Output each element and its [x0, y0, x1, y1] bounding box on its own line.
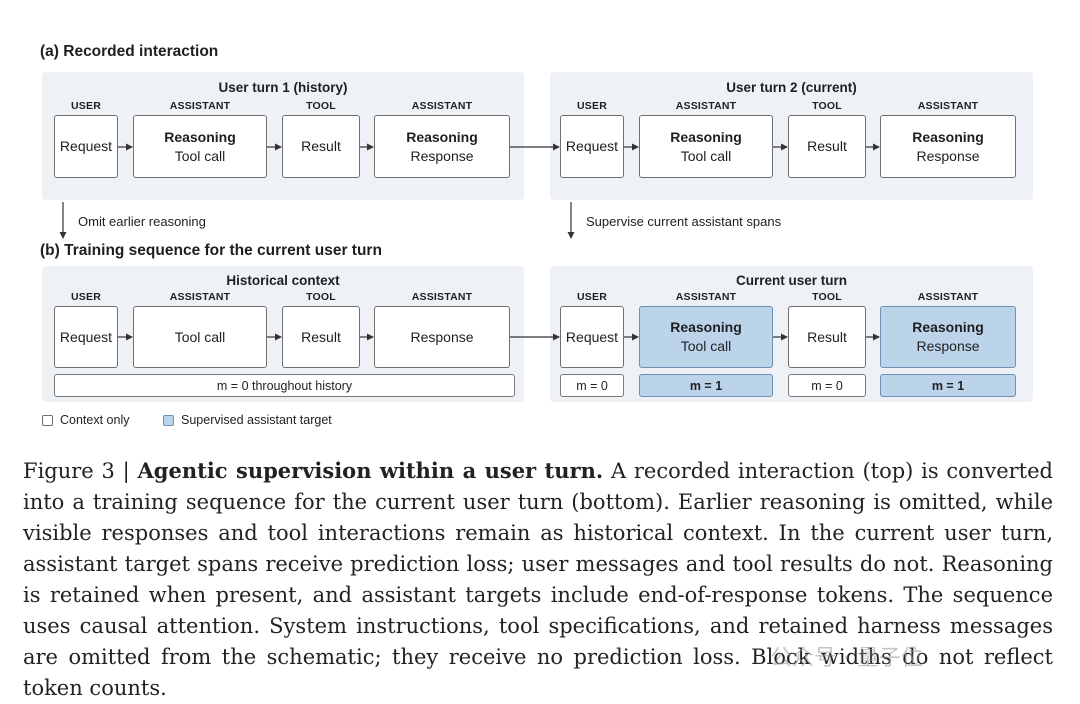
reasoning-toolcall-block: Reasoning Tool call	[639, 115, 773, 178]
role-assistant: ASSISTANT	[917, 100, 979, 112]
panel-a-history-title: User turn 1 (history)	[218, 80, 348, 95]
result-block: Result	[282, 115, 360, 178]
response-label: Response	[916, 338, 980, 354]
supervised-reasoning-toolcall-block: Reasoning Tool call	[639, 306, 773, 368]
role-assistant: ASSISTANT	[169, 100, 231, 112]
caption-title: Agentic supervision within a user turn.	[137, 458, 604, 483]
response-label: Response	[410, 147, 474, 164]
role-tool: TOOL	[812, 291, 842, 303]
panel-b-history-title: Historical context	[226, 273, 340, 288]
reasoning-label: Reasoning	[670, 128, 742, 145]
request-block: Request	[560, 115, 624, 178]
request-block: Request	[560, 306, 624, 368]
reasoning-toolcall-block: Reasoning Tool call	[133, 115, 267, 178]
mask-one: m = 1	[880, 374, 1016, 397]
tool-call-label: Tool call	[680, 147, 732, 164]
mask-one: m = 1	[639, 374, 773, 397]
role-user: USER	[71, 100, 101, 112]
mask-zero: m = 0	[788, 374, 866, 397]
tool-call-label: Tool call	[174, 328, 226, 345]
response-label: Response	[410, 328, 474, 345]
connector-arrows	[59, 143, 880, 341]
caption-label: Figure 3 |	[23, 459, 138, 483]
request-label: Request	[59, 138, 113, 154]
supervised-reasoning-response-block: Reasoning Response	[880, 306, 1016, 368]
legend-supervised-swatch	[163, 415, 174, 426]
omit-note: Omit earlier reasoning	[78, 214, 206, 229]
legend-context-label: Context only	[60, 413, 130, 427]
reasoning-response-block: Reasoning Response	[374, 115, 510, 178]
role-tool: TOOL	[306, 100, 336, 112]
result-block: Result	[282, 306, 360, 368]
panel-b-current-title: Current user turn	[735, 273, 847, 288]
reasoning-label: Reasoning	[406, 128, 478, 145]
reasoning-label: Reasoning	[164, 128, 236, 145]
role-assistant: ASSISTANT	[411, 100, 473, 112]
figure-caption: Figure 3 | Agentic supervision within a …	[23, 455, 1053, 704]
request-label: Request	[59, 328, 113, 345]
request-label: Request	[565, 138, 619, 154]
request-label: Request	[565, 328, 619, 345]
result-block: Result	[788, 306, 866, 368]
tool-call-label: Tool call	[174, 147, 226, 164]
section-b-title: (b) Training sequence for the current us…	[40, 242, 382, 259]
caption-body: A recorded interaction (top) is converte…	[23, 459, 1053, 700]
result-block: Result	[788, 115, 866, 178]
role-assistant: ASSISTANT	[917, 291, 979, 303]
request-block: Request	[54, 306, 118, 368]
section-a-title: (a) Recorded interaction	[40, 43, 219, 60]
tool-call-block: Tool call	[133, 306, 267, 368]
role-assistant: ASSISTANT	[411, 291, 473, 303]
role-user: USER	[577, 100, 607, 112]
result-label: Result	[807, 138, 847, 154]
watermark: 公众号 · 量子位	[770, 646, 923, 671]
reasoning-response-block: Reasoning Response	[880, 115, 1016, 178]
reasoning-label: Reasoning	[912, 128, 984, 145]
panel-a-current-title: User turn 2 (current)	[726, 80, 857, 95]
role-user: USER	[577, 291, 607, 303]
result-label: Result	[301, 138, 341, 154]
reasoning-label: Reasoning	[670, 319, 742, 335]
role-user: USER	[71, 291, 101, 303]
mask-zero: m = 0	[560, 374, 624, 397]
result-label: Result	[807, 328, 847, 345]
role-assistant: ASSISTANT	[169, 291, 231, 303]
role-tool: TOOL	[812, 100, 842, 112]
result-label: Result	[301, 328, 341, 345]
role-assistant: ASSISTANT	[675, 100, 737, 112]
reasoning-label: Reasoning	[912, 319, 984, 335]
response-block: Response	[374, 306, 510, 368]
role-assistant: ASSISTANT	[675, 291, 737, 303]
response-label: Response	[916, 147, 980, 164]
legend-supervised-label: Supervised assistant target	[181, 413, 332, 427]
role-tool: TOOL	[306, 291, 336, 303]
supervise-note: Supervise current assistant spans	[586, 214, 782, 229]
tool-call-label: Tool call	[680, 338, 732, 354]
request-block: Request	[54, 115, 118, 178]
mask-history: m = 0 throughout history	[54, 374, 515, 397]
legend-context-swatch	[42, 415, 53, 426]
